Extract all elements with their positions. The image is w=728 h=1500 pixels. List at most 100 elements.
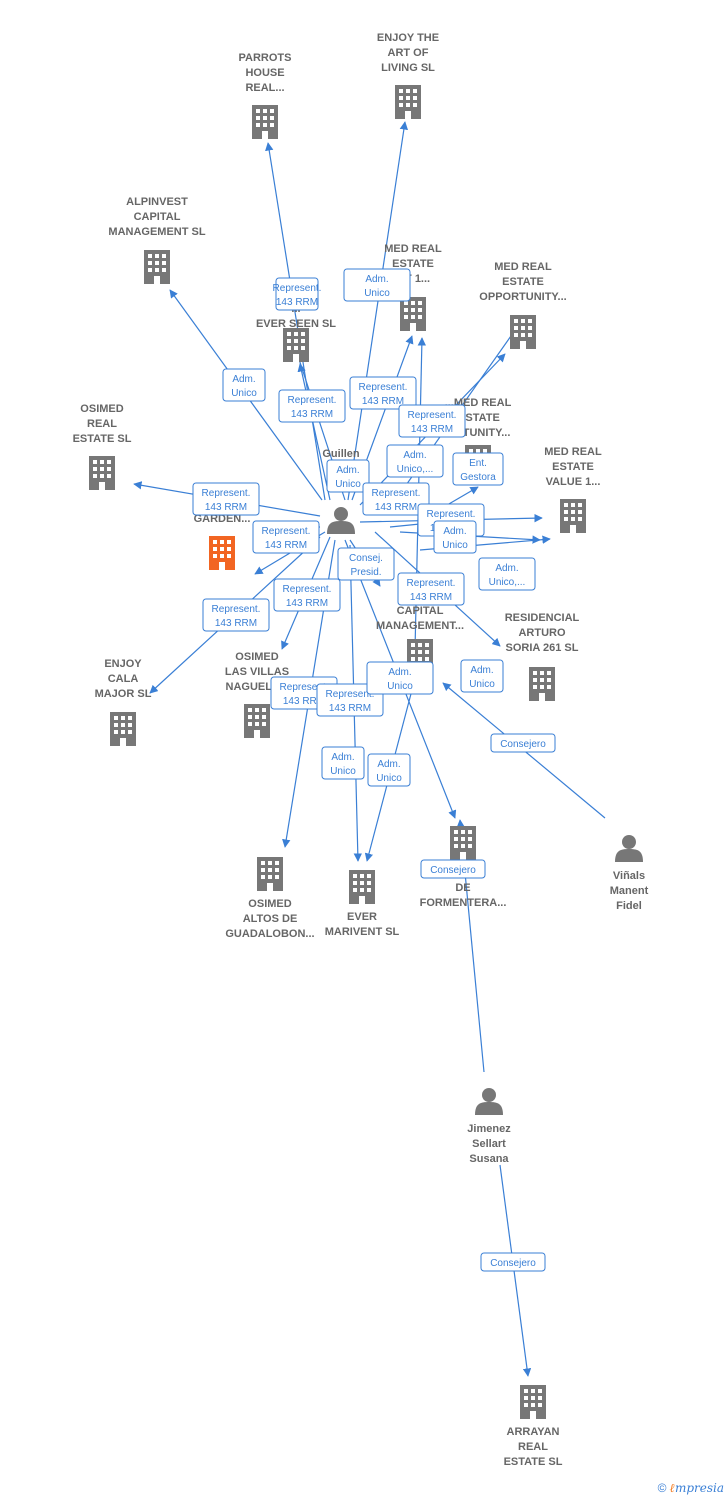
edge-label[interactable]: Consejero <box>490 733 556 753</box>
building-icon <box>510 315 536 349</box>
edge-label[interactable]: Represent.143 RRM <box>316 683 384 717</box>
edge-label[interactable]: Adm.Unico <box>367 753 411 787</box>
copyright-symbol: © <box>657 1481 667 1495</box>
edge-label-text: Represent. <box>427 509 476 520</box>
edge-label[interactable]: Represent. 143 RRM <box>273 277 322 311</box>
edge-label[interactable]: Consejero <box>420 859 486 879</box>
node-label-line: Jimenez <box>467 1123 511 1135</box>
edge-label-text: Consejero <box>490 1258 536 1269</box>
node-label-line: ART OF <box>388 47 429 59</box>
node-label-line: ENJOY <box>104 658 142 670</box>
node-osimedaltos[interactable]: OSIMED ALTOS DE GUADALOBON... <box>225 857 315 940</box>
node-label-line: REAL... <box>245 82 284 94</box>
edge-label-text: Represent. <box>407 578 456 589</box>
edge-label[interactable]: Adm. Unico <box>222 368 266 402</box>
node-label-line: OPPORTUNITY... <box>479 291 566 303</box>
node-parrots[interactable]: PARROTSHOUSEREAL... <box>239 52 292 139</box>
building-icon <box>395 85 421 119</box>
building-icon <box>209 536 235 570</box>
edge-label[interactable]: Represent.143 RRM <box>252 520 320 554</box>
edge-label-text: Represent. <box>372 488 421 499</box>
edge-label-text: Represent. <box>280 682 329 693</box>
node-medopp[interactable]: MED REALESTATEOPPORTUNITY... <box>479 261 567 349</box>
edge-label[interactable]: Adm.Unico <box>343 268 411 302</box>
edge-label-text: 143 RRM <box>215 618 257 629</box>
edge-label[interactable]: Represent.143 RRM <box>192 482 260 516</box>
edge-label[interactable]: Consejero <box>480 1252 546 1272</box>
node-label-line: ESTATE <box>552 461 594 473</box>
edge-label[interactable]: Adm.Unico <box>321 746 365 780</box>
edge-label-text: Represent. <box>273 283 322 294</box>
node-garden[interactable]: GARDEN... <box>194 513 251 570</box>
empresia-watermark: © ℓmpresia <box>658 1481 724 1496</box>
edge-label[interactable]: Adm.Unico <box>326 459 370 493</box>
node-label-line: MANAGEMENT... <box>376 620 464 632</box>
building-icon <box>520 1385 546 1419</box>
edge-label-text: Represent. <box>212 604 261 615</box>
edge-label[interactable]: Represent.143 RRM <box>362 482 430 516</box>
node-label-line: GUADALOBON... <box>225 928 314 940</box>
edge-label-text: Consejero <box>500 739 546 750</box>
node-label-line: Fidel <box>616 900 642 912</box>
edge-label-text: Adm. <box>443 526 466 537</box>
edge-label[interactable]: Adm.Unico,... <box>386 444 444 478</box>
node-label-line: ESTATE SL <box>73 433 132 445</box>
edge-label-text: Represent. <box>262 526 311 537</box>
edge-label-text: 143 RRM <box>291 409 333 420</box>
node-label-line: REAL <box>87 418 117 430</box>
edge-label-text: Adm. <box>232 374 255 385</box>
edge-label-text: 143 RRM <box>329 703 371 714</box>
edge-label-text: Unico <box>335 479 361 490</box>
edge-label[interactable]: Represent.143 RRM <box>278 389 346 423</box>
edge-label[interactable]: Ent.Gestora <box>452 452 504 486</box>
node-label-line: ESTATE SL <box>504 1456 563 1468</box>
node-label-line: LAS VILLAS <box>225 666 289 678</box>
edge-label[interactable]: Represent.143 RRM <box>349 376 417 410</box>
edge-label-text: Ent. <box>469 458 487 469</box>
edge-label-text: Unico,... <box>397 464 434 475</box>
edge-label-text: Unico <box>231 388 257 399</box>
node-label-line: DE <box>455 882 470 894</box>
node-label-line: MANAGEMENT SL <box>108 226 205 238</box>
node-label-line: Susana <box>469 1153 509 1165</box>
edge-label[interactable]: Adm.Unico <box>366 661 434 695</box>
building-icon <box>400 297 426 331</box>
node-label-line: FORMENTERA... <box>420 897 507 909</box>
node-label-line: HOUSE <box>245 67 284 79</box>
edge-label-text: 143 RRM <box>362 396 404 407</box>
node-label-line: MAJOR SL <box>95 688 152 700</box>
node-label-line: ENJOY THE <box>377 32 439 44</box>
edge-label[interactable]: Adm. Unico <box>433 520 477 554</box>
node-label-line: ESTATE <box>392 258 434 270</box>
edge-label-text: 143 RRM <box>276 297 318 308</box>
node-label-line: Sellart <box>472 1138 506 1150</box>
edge-label[interactable]: Adm.Unico <box>460 659 504 693</box>
building-icon <box>257 857 283 891</box>
node-label-line: OSIMED <box>248 898 291 910</box>
node-label-line: ARTURO <box>518 627 565 639</box>
edge-label[interactable]: Consej.Presid. <box>337 547 395 581</box>
node-label-line: MARIVENT SL <box>325 926 400 938</box>
edge-label[interactable]: Represent.143 RRM <box>398 404 466 438</box>
edge-label[interactable]: Represent.143 RRM <box>273 578 341 612</box>
edge-label-text: Adm. <box>377 759 400 770</box>
edge-label[interactable]: Adm.Unico,... <box>478 557 536 591</box>
node-everseen[interactable]: ...EVER SEEN SL <box>256 303 336 362</box>
edge-label-text: Unico <box>442 540 468 551</box>
edge-label-text: Unico,... <box>489 577 526 588</box>
node-capital[interactable]: CAPITALMANAGEMENT... <box>376 605 464 673</box>
edge-label[interactable]: Represent. 143 RRM <box>202 598 270 632</box>
edge-label[interactable]: Represent.143 RRM <box>397 572 465 606</box>
node-label-line: ALTOS DE <box>243 913 298 925</box>
